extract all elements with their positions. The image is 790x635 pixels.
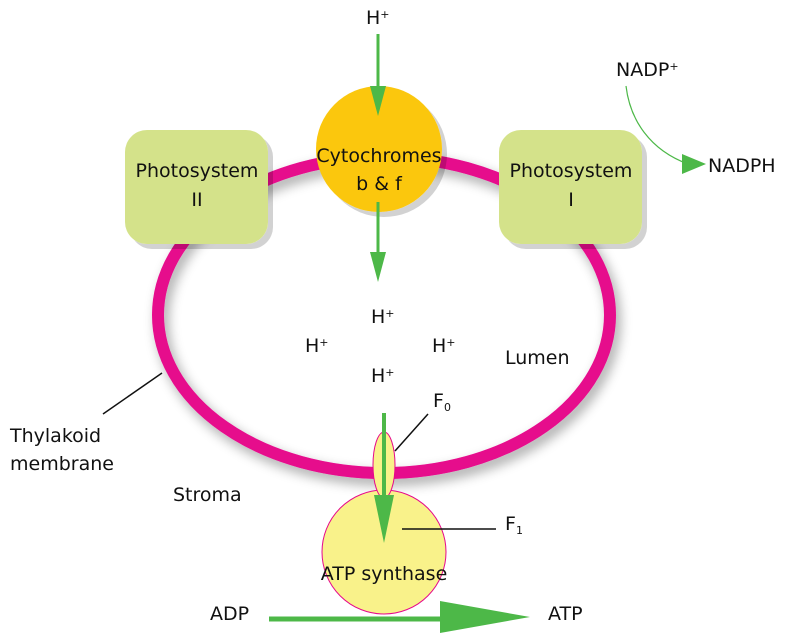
f0-label: F0	[433, 390, 451, 414]
thylakoid-label-line1: Thylakoid	[9, 425, 101, 447]
arrow-nadp-to-nadph	[625, 85, 706, 174]
lumen-proton: H+	[432, 335, 456, 357]
photosystem-ii-label-line1: Photosystem	[136, 160, 259, 182]
f0-pointer-line	[394, 413, 429, 452]
cytochromes-bf: Cytochromes b & f	[316, 86, 442, 212]
cytochromes-label-line1: Cytochromes	[316, 145, 441, 167]
atp-synthase-label: ATP synthase	[321, 563, 448, 585]
nadph-label: NADPH	[708, 155, 776, 177]
arrow-h-plus-into-cytochrome	[370, 34, 386, 116]
stroma-label: Stroma	[173, 484, 242, 506]
photosystem-i-label-line1: Photosystem	[510, 160, 633, 182]
f1-label: F1	[505, 513, 523, 537]
photosystem-ii-label-line2: II	[191, 189, 202, 211]
lumen-proton: H+	[305, 335, 329, 357]
lumen-proton: H+	[371, 306, 395, 328]
lumen-label: Lumen	[505, 347, 570, 369]
lumen-proton: H+	[371, 365, 395, 387]
arrow-adp-to-atp	[269, 601, 530, 633]
nadp-plus-label: NADP+	[616, 59, 679, 81]
thylakoid-label-line2: membrane	[10, 453, 114, 475]
adp-label: ADP	[210, 603, 249, 625]
atp-label: ATP	[548, 603, 583, 625]
photosystem-i: Photosystem I	[499, 130, 642, 244]
arrow-h-plus-into-lumen	[370, 202, 386, 282]
photosystem-ii: Photosystem II	[125, 130, 268, 244]
photosystem-i-label-line2: I	[568, 189, 574, 211]
thylakoid-pointer-line	[102, 372, 163, 415]
arrow-h-plus-through-atp-synthase	[374, 413, 394, 543]
cytochromes-label-line2: b & f	[356, 173, 403, 195]
h-plus-top: H+	[366, 7, 390, 29]
